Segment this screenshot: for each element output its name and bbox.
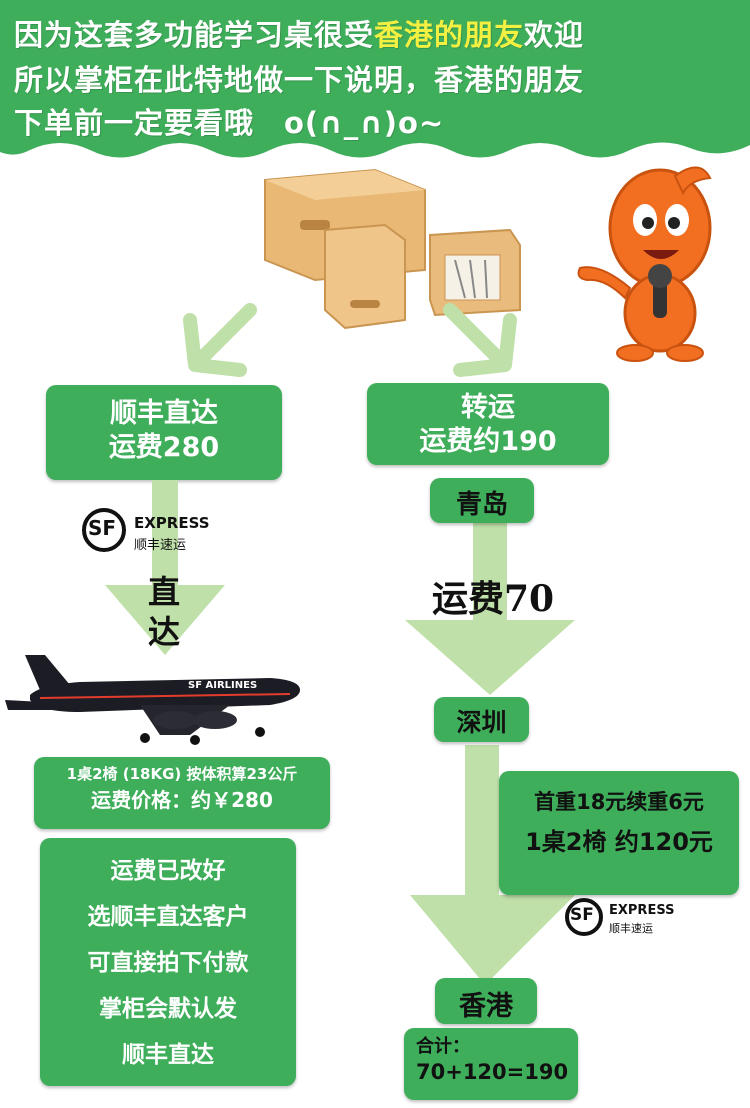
sf-express-logo-2: SF EXPRESS 顺丰速运 <box>565 898 675 938</box>
total-label: 合计： <box>416 1036 470 1057</box>
sf-airplane-image <box>5 655 300 745</box>
stop-shenzhen: 深圳 <box>434 697 529 742</box>
total-formula: 70+120=190 <box>416 1059 569 1084</box>
header-banner-bg <box>0 0 750 158</box>
stop-qingdao: 青岛 <box>430 478 534 523</box>
banner-line-2: 所以掌柜在此特地做一下说明，香港的朋友 <box>14 63 585 97</box>
sf-cn-text-2: 顺丰速运 <box>609 922 653 935</box>
direct-char-2: 达 <box>148 613 181 651</box>
leg2-line-2: 1桌2椅 约120元 <box>525 828 713 857</box>
transfer-route-fee: 运费约190 <box>419 425 557 457</box>
note-line-3: 可直接拍下付款 <box>87 950 249 976</box>
total-box: 合计： 70+120=190 <box>404 1028 578 1100</box>
transfer-arrow-2-icon <box>410 745 575 985</box>
direct-detail-line-1: 1桌2椅 (18KG) 按体积算23公斤 <box>66 765 298 783</box>
direct-route-box: 顺丰直达 运费280 <box>46 385 282 480</box>
note-line-4: 掌柜会默认发 <box>99 996 237 1022</box>
arrow-right-icon <box>443 303 517 377</box>
banner-highlight: 香港的朋友 <box>374 18 525 52</box>
arrow-left-icon <box>183 303 257 377</box>
direct-route-title: 顺丰直达 <box>110 398 218 429</box>
banner-line-1: 因为这套多功能学习桌很受香港的朋友欢迎 <box>14 12 584 54</box>
sf-express-logo: SF EXPRESS 顺丰速运 <box>82 508 222 556</box>
direct-arrow-label: 直 达 <box>148 572 180 652</box>
sf-cn-text: 顺丰速运 <box>134 538 187 553</box>
sf-express-text: EXPRESS <box>134 514 210 532</box>
direct-note-box: 运费已改好 选顺丰直达客户 可直接拍下付款 掌柜会默认发 顺丰直达 <box>40 838 296 1086</box>
transfer-route-box: 转运 运费约190 <box>367 383 609 465</box>
transfer-route-title: 转运 <box>461 392 515 423</box>
sf-mark: SF <box>88 516 117 540</box>
note-line-1: 运费已改好 <box>110 858 226 884</box>
banner-line-1-b: 欢迎 <box>524 18 585 52</box>
direct-detail-line-2: 运费价格：约￥280 <box>91 787 273 812</box>
direct-char-1: 直 <box>148 573 181 611</box>
direct-detail-box: 1桌2椅 (18KG) 按体积算23公斤 运费价格：约￥280 <box>34 757 330 829</box>
leg2-line-1: 首重18元续重6元 <box>534 790 704 814</box>
split-arrows <box>183 303 517 377</box>
direct-arrow-icon <box>105 480 225 655</box>
transfer-arrow-1-icon <box>405 520 575 695</box>
desk-chair-set-image <box>264 168 521 330</box>
sf-mark-2: SF <box>570 905 594 925</box>
banner-line-3: 下单前一定要看哦 o(∩_∩)o~ <box>14 106 445 140</box>
leg1-fee-label: 运费70 <box>432 578 555 620</box>
leg2-detail-box: 首重18元续重6元 1桌2椅 约120元 <box>499 771 739 895</box>
note-line-2: 选顺丰直达客户 <box>87 904 249 930</box>
plane-livery-text: SF AIRLINES <box>188 680 258 691</box>
destination-hongkong: 香港 <box>435 978 537 1024</box>
mascot-character-image <box>577 166 712 362</box>
note-line-5: 顺丰直达 <box>122 1042 214 1068</box>
sf-express-text-2: EXPRESS <box>609 903 675 918</box>
banner-line-1-a: 因为这套多功能学习桌很受 <box>14 18 375 52</box>
direct-route-fee: 运费280 <box>108 431 220 463</box>
